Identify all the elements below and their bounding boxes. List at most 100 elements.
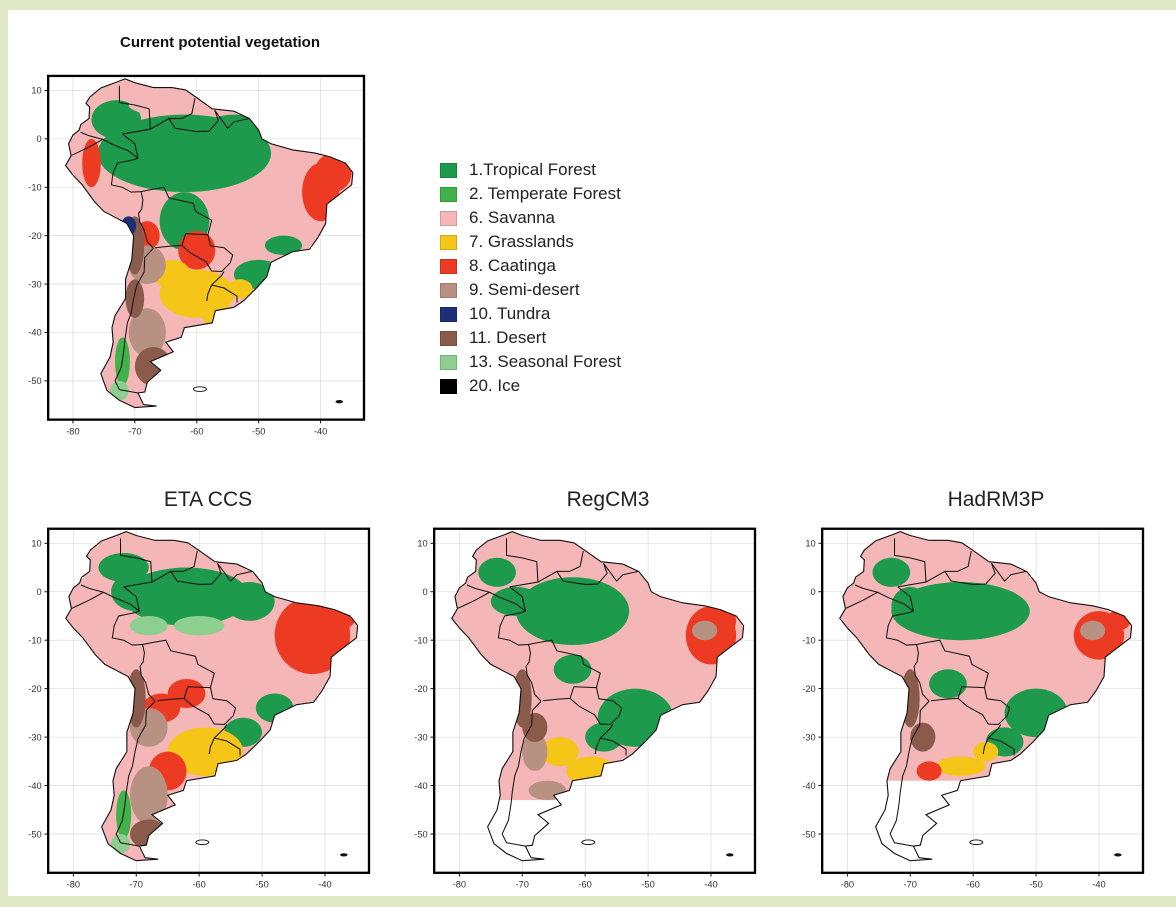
legend-label: 20. Ice: [469, 376, 521, 395]
x-tick-label: -70: [128, 427, 141, 437]
vegetation-zone-semi: [692, 620, 718, 641]
x-tick-label: -80: [841, 880, 854, 890]
x-tick-label: -40: [314, 427, 327, 437]
legend-item: 7. Grasslands: [440, 230, 621, 254]
country-border: [569, 687, 623, 726]
y-tick-label: -50: [28, 376, 41, 386]
vegetation-zone-semi: [129, 766, 168, 825]
vegetation-zone-des: [125, 279, 145, 318]
panel-title-hadrm: HadRM3P: [947, 488, 1045, 511]
vegetation-zone-semi: [128, 308, 166, 357]
vegetation-zone-seas: [111, 834, 130, 854]
country-border: [913, 644, 930, 702]
country-border: [151, 550, 198, 583]
country-border: [111, 586, 143, 646]
country-border: [497, 586, 529, 646]
x-tick-label: -50: [252, 427, 265, 437]
country-border: [525, 644, 542, 702]
country-border: [528, 639, 601, 702]
x-tick-label: -50: [1029, 880, 1042, 890]
y-tick-label: -10: [28, 183, 41, 193]
legend-item: 11. Desert: [440, 326, 621, 350]
x-tick-label: -40: [318, 880, 331, 890]
vegetation-zone-sav: [215, 221, 290, 270]
y-tick-label: -20: [28, 684, 41, 694]
country-border: [120, 538, 153, 588]
legend-item: 20. Ice: [440, 374, 621, 398]
y-tick-label: -40: [414, 781, 427, 791]
country-border: [889, 700, 930, 847]
vegetation-zone-seas: [173, 615, 225, 636]
vegetation-zone-caat: [82, 138, 101, 188]
vegetation-zone-trop: [872, 557, 911, 587]
panel-title-eta: ETA CCS: [163, 488, 253, 511]
y-tick-label: -30: [28, 732, 41, 742]
country-border: [885, 586, 917, 646]
country-border: [214, 109, 249, 130]
country-border: [115, 700, 156, 847]
country-border: [594, 724, 614, 755]
y-tick-label: -10: [28, 635, 41, 645]
country-border: [170, 562, 222, 585]
vegetation-zone-des: [910, 722, 936, 752]
country-border: [181, 234, 234, 272]
legend-item: 1.Tropical Forest: [440, 158, 621, 182]
legend-label: 11. Desert: [469, 328, 547, 347]
vegetation-zone-seas: [129, 615, 168, 636]
vegetation-zone-trop: [515, 577, 630, 646]
vegetation-zone-des: [522, 712, 548, 742]
y-tick-label: -30: [28, 279, 41, 289]
vegetation-zone-trop: [929, 669, 967, 699]
y-tick-label: -30: [414, 732, 427, 742]
falkland-islands: [581, 839, 596, 846]
country-border: [506, 538, 539, 588]
legend-swatch: [440, 354, 457, 370]
legend-item: 13. Seasonal Forest: [440, 350, 621, 374]
country-border: [208, 724, 228, 755]
y-tick-label: -40: [28, 328, 41, 338]
country-border: [466, 584, 490, 593]
vegetation-zone-caat: [314, 153, 352, 193]
vegetation-zone-trop: [91, 100, 142, 139]
country-border: [183, 687, 237, 726]
country-border: [118, 85, 151, 135]
vegetation-zone-trop: [585, 722, 623, 752]
vegetation-zone-grass: [541, 737, 579, 767]
country-border: [988, 737, 1015, 756]
country-border: [80, 584, 104, 593]
country-border: [142, 639, 215, 702]
coastline: [451, 531, 745, 862]
coastline: [64, 78, 354, 409]
country-border: [501, 700, 542, 847]
vegetation-zone-trop: [553, 654, 592, 684]
vegetation-zone-sav: [922, 712, 974, 752]
y-tick-label: -40: [28, 781, 41, 791]
country-border: [925, 550, 972, 583]
x-tick-label: -60: [578, 880, 591, 890]
legend-label: 6. Savanna: [469, 208, 556, 227]
legend-label: 10. Tundra: [469, 304, 551, 323]
country-border: [139, 644, 156, 702]
y-tick-label: 0: [422, 587, 427, 597]
legend-swatch: [440, 258, 457, 274]
map-frame: [47, 527, 371, 874]
legend-item: 6. Savanna: [440, 206, 621, 230]
legend-swatch: [440, 234, 457, 250]
country-border: [957, 687, 1011, 726]
country-border: [138, 191, 154, 249]
country-border: [600, 737, 627, 756]
country-border: [457, 591, 526, 612]
map-frame: [433, 527, 757, 874]
y-tick-label: -30: [802, 732, 815, 742]
panel-title-regcm: RegCM3: [566, 488, 650, 511]
vegetation-zone-trop: [891, 586, 930, 626]
vegetation-layer: [65, 531, 358, 861]
y-tick-label: -20: [414, 684, 427, 694]
x-tick-label: -50: [641, 880, 654, 890]
country-border: [211, 284, 238, 303]
vegetation-zone-sav: [128, 95, 191, 115]
legend-label: 8. Caatinga: [469, 256, 556, 275]
